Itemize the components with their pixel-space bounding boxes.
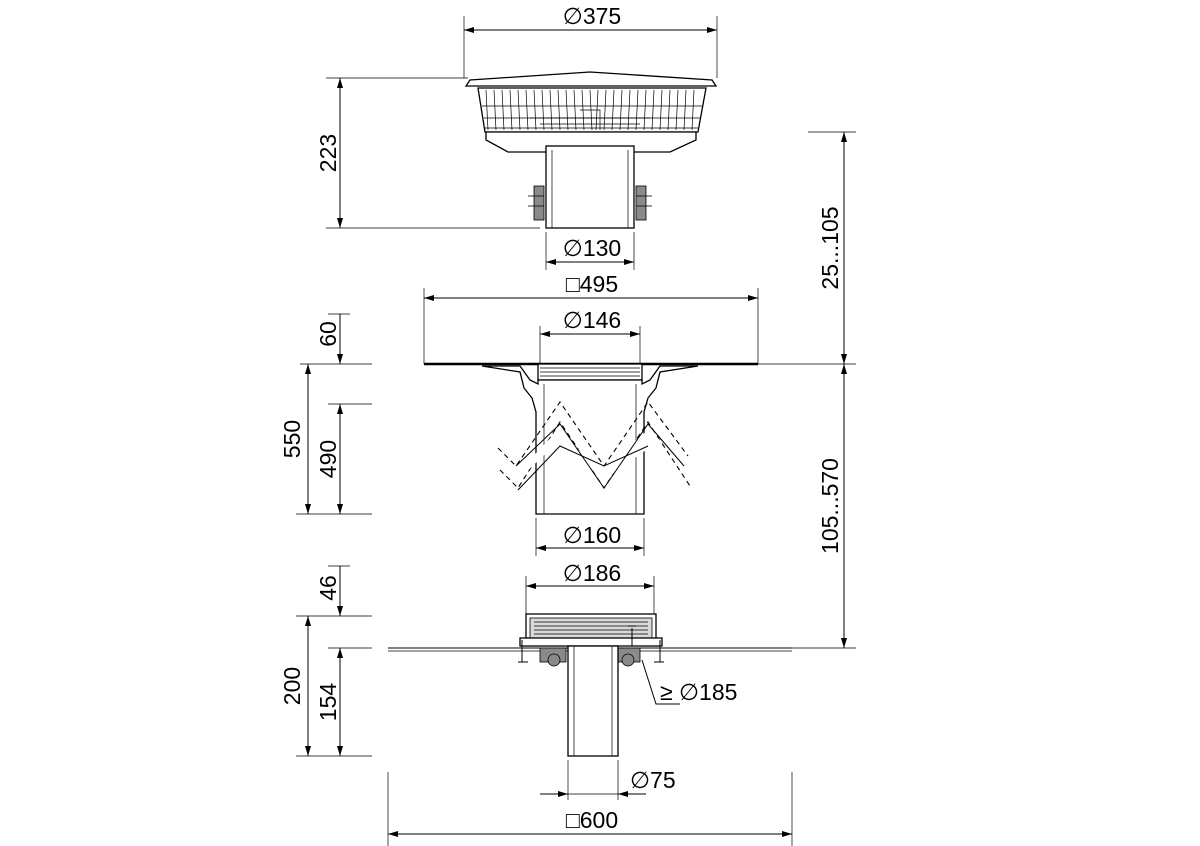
dim-min-core-diameter: ≥ ∅185: [660, 679, 737, 705]
grating-cap: [464, 71, 718, 229]
dim-lower-ring-diameter: ∅186: [563, 560, 621, 586]
dim-top-height: 223: [315, 134, 341, 172]
dim-base-square: □600: [566, 807, 618, 833]
extension-element: [424, 362, 758, 515]
dim-collar-height: 60: [315, 321, 341, 347]
dim-overall-mid: 550: [279, 420, 305, 458]
dim-spigot-diameter: ∅130: [563, 235, 621, 261]
dimension-lines: [296, 16, 856, 846]
dim-overall-lower: 200: [279, 667, 305, 705]
base-body: [388, 613, 792, 757]
dim-top-diameter: ∅375: [563, 3, 621, 29]
dim-flange-square: □495: [566, 271, 618, 297]
dim-body-mid: 490: [315, 440, 341, 478]
dim-adjust-upper: 25...105: [817, 206, 843, 289]
dim-clamp-height: 46: [315, 575, 341, 601]
dim-mid-outlet-diameter: ∅160: [563, 522, 621, 548]
dim-outlet-diameter: ∅75: [630, 767, 676, 793]
dim-ring-diameter: ∅146: [563, 307, 621, 333]
dim-adjust-lower: 105...570: [817, 458, 843, 554]
dim-outlet-height: 154: [315, 683, 341, 722]
dimension-labels: ∅375 223 ∅130 □495 25...105 ∅146 60 550 …: [279, 3, 843, 833]
